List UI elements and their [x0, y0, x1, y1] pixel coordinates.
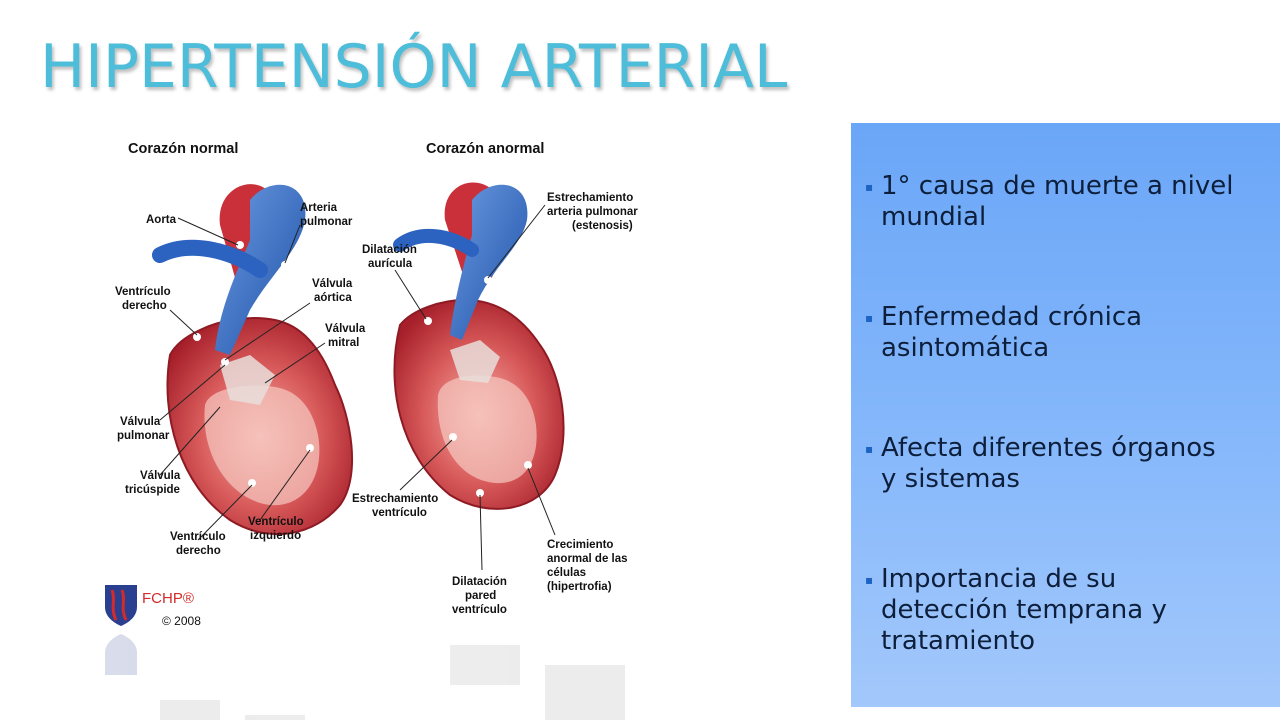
fchp-year: © 2008: [162, 614, 201, 628]
label-dilatacion-aur-1: Dilatación: [362, 244, 417, 256]
label-estrech-vent-2: ventrículo: [372, 507, 427, 519]
label-valvula-mitral-1: Válvula: [325, 323, 366, 335]
label-crecimiento-1: Crecimiento: [547, 539, 613, 551]
normal-valve-area: [220, 355, 275, 405]
label-dilatacion-aur-2: aurícula: [368, 258, 413, 270]
label-aorta: Aorta: [146, 214, 177, 226]
leader-lines: [159, 204, 556, 571]
label-ventriculo-der-1: Ventrículo: [115, 286, 171, 298]
bullet-panel: ▪ 1° causa de muerte a nivel mundial ▪ E…: [851, 123, 1280, 707]
abnormal-pulmonary-artery: [450, 184, 528, 340]
abnormal-vena: [393, 228, 479, 257]
label-valvula-tricuspide-2: tricúspide: [125, 484, 180, 496]
label-valvula-aortica-2: aórtica: [314, 292, 352, 304]
fchp-name: FCHP®: [142, 590, 194, 607]
abnormal-heart-ventricle: [437, 375, 537, 484]
normal-heart-ventricle: [204, 385, 320, 506]
normal-heart-header: Corazón normal: [128, 141, 238, 157]
abnormal-valve-area: [450, 340, 500, 383]
heart-illustration: Corazón normal Aorta Arteria pulmonar Ve…: [105, 141, 638, 720]
label-dilatacion-pared-3: ventrículo: [452, 604, 507, 616]
bullet-dot-icon: ▪: [865, 311, 874, 325]
label-ventriculo-izq-2: izquierdo: [250, 530, 301, 542]
abnormal-heart: [393, 182, 565, 510]
slide-title: HIPERTENSIÓN ARTERIAL: [40, 32, 788, 102]
label-ventriculo-izq-1: Ventrículo: [248, 516, 304, 528]
label-ventriculo-der-b-1: Ventrículo: [170, 531, 226, 543]
label-valvula-tricuspide-1: Válvula: [140, 470, 181, 482]
label-valvula-mitral-2: mitral: [328, 337, 359, 349]
bullet-dot-icon: ▪: [865, 180, 874, 194]
label-dilatacion-pared-1: Dilatación: [452, 576, 507, 588]
diagram-reflection: [105, 634, 625, 720]
bullet-dot-icon: ▪: [865, 442, 874, 456]
label-crecimiento-4: (hipertrofia): [547, 581, 612, 593]
label-ventriculo-der-b-2: derecho: [176, 545, 221, 557]
label-valvula-pulmonar-2: pulmonar: [117, 430, 170, 442]
label-valvula-aortica-1: Válvula: [312, 278, 353, 290]
bullet-item: ▪ Afecta diferentes órganos y sistemas: [865, 433, 1216, 494]
heart-diagram: Corazón normal Aorta Arteria pulmonar Ve…: [100, 125, 645, 720]
label-arteria-1: Arteria: [300, 202, 338, 214]
label-crecimiento-3: células: [547, 567, 586, 579]
label-estrech-arteria-2: arteria pulmonar: [547, 206, 638, 218]
abnormal-heart-header: Corazón anormal: [426, 141, 544, 157]
label-estrech-arteria-1: Estrechamiento: [547, 192, 633, 204]
label-arteria-2: pulmonar: [300, 216, 353, 228]
bullet-list: ▪ 1° causa de muerte a nivel mundial ▪ E…: [865, 171, 1256, 695]
bullet-item: ▪ Importancia de su detección temprana y…: [865, 564, 1167, 656]
normal-heart: [152, 184, 354, 536]
bullet-item: ▪ Enfermedad crónica asintomática: [865, 302, 1143, 363]
label-crecimiento-2: anormal de las: [547, 553, 628, 565]
normal-vena: [152, 239, 268, 278]
label-estrech-arteria-3: (estenosis): [572, 220, 633, 232]
bullet-dot-icon: ▪: [865, 573, 874, 587]
label-estrech-vent-1: Estrechamiento: [352, 493, 438, 505]
label-ventriculo-der-2: derecho: [122, 300, 167, 312]
label-dilatacion-pared-2: pared: [465, 590, 496, 602]
fchp-logo: FCHP® © 2008: [105, 585, 201, 628]
label-valvula-pulmonar-1: Válvula: [120, 416, 161, 428]
bullet-item: ▪ 1° causa de muerte a nivel mundial: [865, 171, 1234, 232]
